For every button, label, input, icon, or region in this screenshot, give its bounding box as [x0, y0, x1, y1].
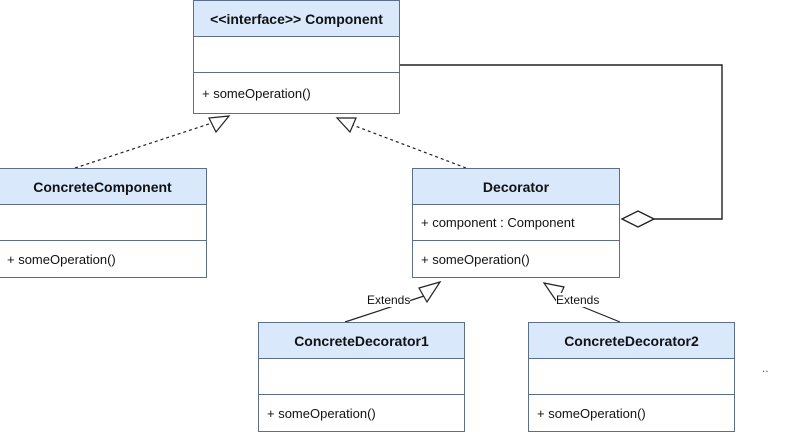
class-concrete-decorator-2-attributes [529, 359, 734, 395]
class-component-attributes [194, 37, 399, 73]
class-component-operation: + someOperation() [202, 85, 311, 101]
class-concrete-component-attributes [0, 205, 206, 241]
extends-label-1: Extends [367, 293, 411, 307]
class-decorator-title: Decorator [413, 169, 619, 205]
class-concrete-component[interactable]: ConcreteComponent + someOperation() [0, 168, 207, 278]
realization-arrowhead-decorator [335, 117, 357, 134]
class-concrete-decorator-1-attributes [259, 359, 464, 395]
class-decorator[interactable]: Decorator + component : Component + some… [412, 168, 620, 278]
aggregation-diamond [620, 210, 656, 228]
class-concrete-decorator-2-operation: + someOperation() [537, 405, 646, 421]
generalization-line-decorator-1 [344, 295, 425, 323]
generalization-arrowhead-decorator-1 [418, 280, 442, 304]
class-concrete-component-operation: + someOperation() [7, 251, 116, 267]
class-concrete-decorator-1-title: ConcreteDecorator1 [259, 323, 464, 359]
class-concrete-decorator-1-operation: + someOperation() [267, 405, 376, 421]
class-decorator-operation: + someOperation() [421, 251, 530, 267]
class-component-title: <<interface>> Component [194, 1, 399, 37]
class-decorator-attribute: + component : Component [413, 205, 619, 241]
class-component[interactable]: <<interface>> Component + someOperation(… [193, 0, 400, 114]
realization-arrowhead-concrete-component [208, 115, 231, 134]
class-concrete-component-title: ConcreteComponent [0, 169, 206, 205]
class-concrete-decorator-2-title: ConcreteDecorator2 [529, 323, 734, 359]
ellipsis-mark: .. [762, 361, 769, 375]
realization-line-concrete-component [74, 119, 222, 169]
realization-line-decorator [349, 123, 467, 169]
class-concrete-decorator-2[interactable]: ConcreteDecorator2 + someOperation() [528, 322, 735, 432]
class-concrete-decorator-1[interactable]: ConcreteDecorator1 + someOperation() [258, 322, 465, 432]
aggregation-line [400, 64, 723, 220]
extends-label-2: Extends [556, 293, 600, 307]
